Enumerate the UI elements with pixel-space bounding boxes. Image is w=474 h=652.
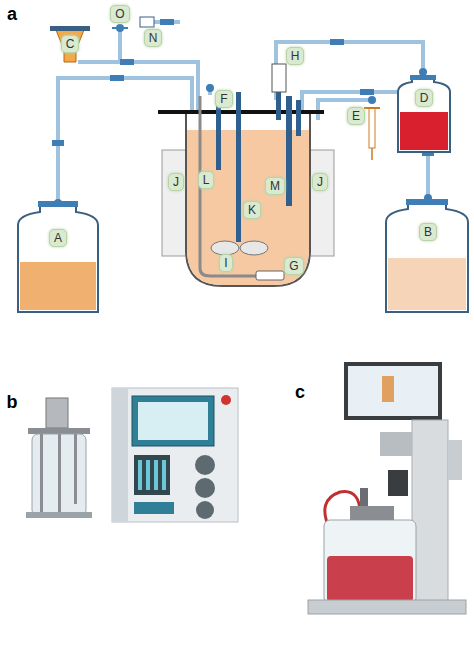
callout-letter: K [243, 201, 261, 219]
bottle-d [398, 75, 450, 152]
controller-photo [112, 388, 238, 522]
callout-letter: A [49, 229, 67, 247]
sparger [256, 271, 284, 280]
funnel-c [50, 26, 90, 62]
impeller [211, 241, 268, 255]
bioreactor-system-photo [308, 362, 466, 614]
bottle-b [386, 199, 468, 312]
callout-letter: I [219, 254, 232, 272]
callout-letter: J [168, 173, 184, 191]
motor [272, 64, 286, 92]
callout-letter: D [415, 89, 434, 107]
callout-letter: N [144, 29, 163, 47]
callout-letter: H [286, 47, 305, 65]
callout-letter: G [284, 257, 303, 275]
callout-letter: J [312, 173, 328, 191]
panel-label: b [5, 392, 20, 412]
panel-label: c [293, 382, 307, 402]
benchtop-vessel-photo [26, 398, 92, 518]
callout-letter: O [110, 5, 129, 23]
callout-letter: L [198, 171, 215, 189]
syringe [364, 108, 380, 160]
bottle-a [18, 201, 98, 312]
callout-letter: C [61, 35, 80, 53]
callout-letter: B [419, 223, 437, 241]
filter [140, 17, 154, 27]
callout-letter: F [215, 90, 232, 108]
callout-letter: M [265, 177, 285, 195]
probes [216, 92, 301, 242]
panel-label: a [5, 4, 19, 24]
callout-letter: E [347, 107, 365, 125]
